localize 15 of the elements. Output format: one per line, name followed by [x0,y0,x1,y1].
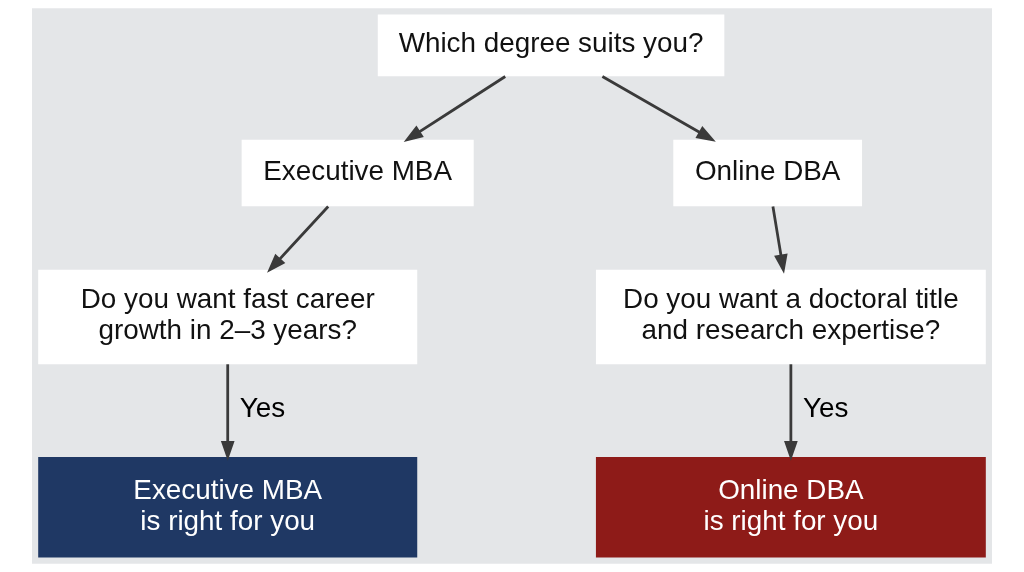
node-box: Online DBA is right for you [595,456,986,558]
arrow [784,364,798,461]
node-box: Executive MBA [241,139,474,207]
edge-label: Yes [239,392,286,424]
node-box: Do you want fast career growth in 2–3 years? [38,269,418,365]
node-box: Do you want a doctoral title and research expertise? [595,269,986,365]
node-box: Which degree suits you? [377,14,725,77]
arrow [403,75,506,142]
arrow [220,364,235,461]
node-box: Executive MBA is right for you [38,456,418,558]
arrow [601,75,716,142]
arrow [771,206,788,274]
node-box: Online DBA [673,139,863,207]
arrow [267,205,330,273]
edge-label: Yes [802,392,849,424]
